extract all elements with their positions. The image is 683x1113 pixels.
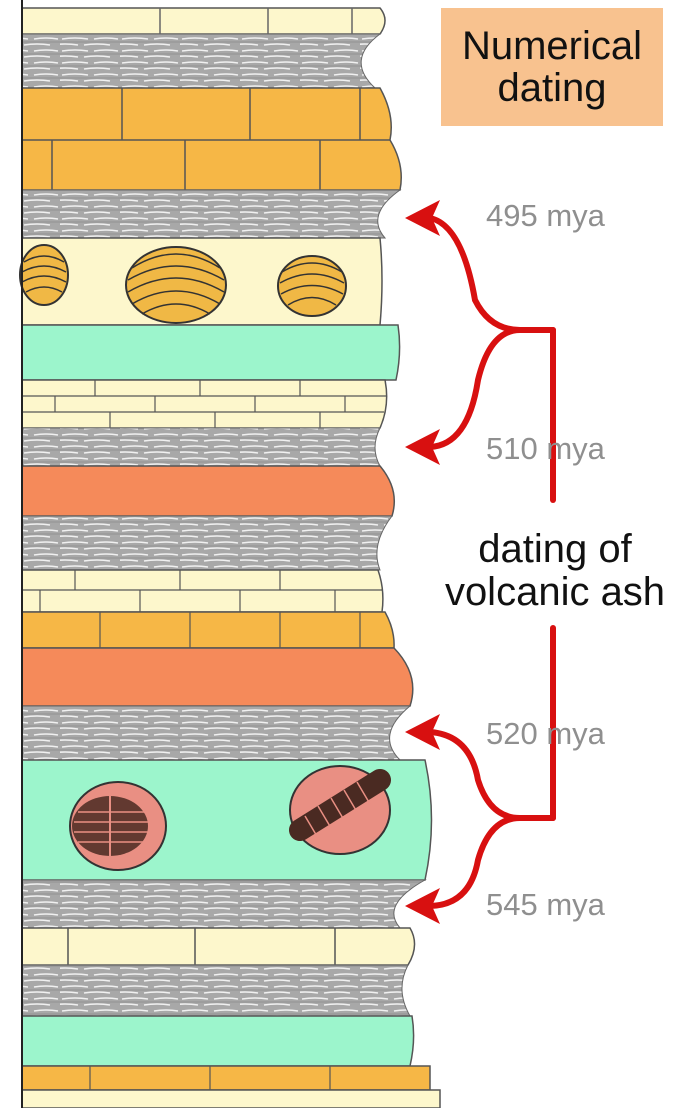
volcanic-ash-annotation: dating of volcanic ash [430, 522, 680, 620]
age-value: 495 [486, 198, 538, 233]
trilobite-fossil-icon [290, 766, 390, 854]
title-line-2: dating [498, 67, 607, 109]
numerical-dating-title: Numerical dating [441, 8, 663, 126]
brachiopod-fossil-icon [20, 245, 68, 305]
limestone-layer-bottom [22, 1090, 440, 1108]
limestone-layer [22, 380, 387, 428]
limestone-layer-top [22, 8, 385, 34]
sandstone-layer [22, 612, 394, 648]
shale-layer [22, 34, 380, 88]
brachiopod-fossil-icon [126, 247, 226, 323]
fossil-layer-brachiopods [20, 238, 382, 325]
shale-layer [22, 965, 410, 1016]
shale-layer [22, 428, 380, 466]
brachiopod-fossil-icon [278, 256, 346, 316]
age-unit: mya [546, 887, 605, 922]
trilobite-fossil-icon [70, 782, 166, 870]
limestone-layer [22, 570, 383, 612]
age-unit: mya [546, 716, 605, 751]
mudstone-layer [22, 325, 400, 380]
fossil-layer-trilobites [22, 760, 432, 880]
sandstone-layer [22, 1066, 430, 1090]
mudstone-layer [22, 1016, 414, 1066]
age-unit: mya [546, 431, 605, 466]
limestone-layer [22, 928, 415, 965]
annotation-line-1: dating of [430, 528, 680, 571]
sandstone-layer [22, 88, 401, 190]
age-label-520: 520 mya [486, 716, 605, 752]
age-label-545: 545 mya [486, 887, 605, 923]
volcanic-ash-layer [22, 466, 394, 516]
shale-layer [22, 706, 410, 760]
age-label-510: 510 mya [486, 431, 605, 467]
age-label-495: 495 mya [486, 198, 605, 234]
age-value: 510 [486, 431, 538, 466]
age-unit: mya [546, 198, 605, 233]
shale-layer [22, 190, 400, 238]
shale-layer [22, 516, 392, 570]
volcanic-ash-layer [22, 648, 413, 706]
annotation-line-2: volcanic ash [430, 571, 680, 614]
age-value: 520 [486, 716, 538, 751]
age-value: 545 [486, 887, 538, 922]
title-line-1: Numerical [462, 25, 642, 67]
shale-layer [22, 880, 425, 928]
